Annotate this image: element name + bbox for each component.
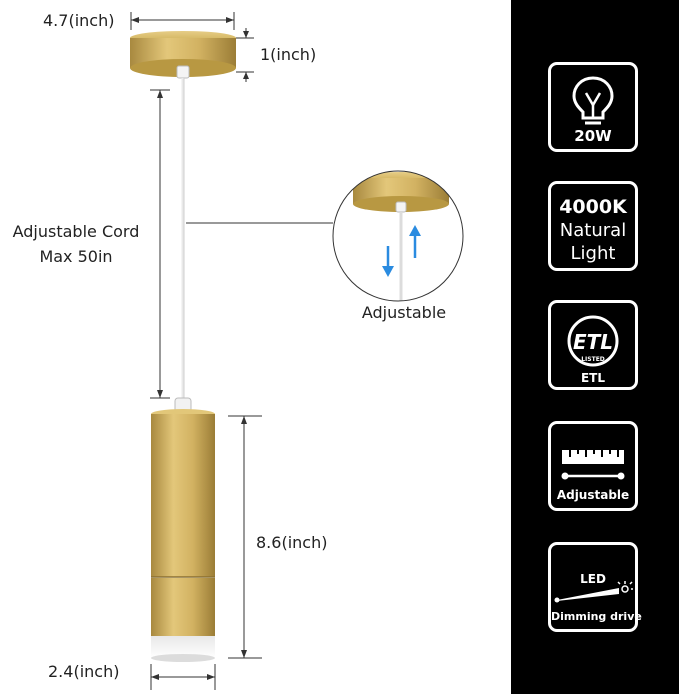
svg-text:ETL: ETL xyxy=(573,330,613,354)
svg-text:LISTED: LISTED xyxy=(581,356,605,363)
wattage-label: 20W xyxy=(574,127,612,145)
wattage-badge: 20W xyxy=(548,62,638,152)
color-temperature-line3: Light xyxy=(570,243,616,264)
detail-callout-circle xyxy=(332,170,464,302)
cylinder-shade xyxy=(151,409,215,662)
dimming-label: Dimming drive xyxy=(551,610,642,623)
shade-height-label: 8.6(inch) xyxy=(256,533,327,552)
shade-width-dimension xyxy=(150,664,216,690)
bulb-icon xyxy=(572,76,614,125)
etl-label: ETL xyxy=(580,371,606,385)
dimming-badge: LED Dimming drive xyxy=(548,542,642,632)
canopy-width-dimension xyxy=(130,12,235,30)
canopy-height-dimension xyxy=(236,28,254,82)
color-temperature-line2: Natural xyxy=(559,220,627,241)
adjustable-badge: Adjustable xyxy=(548,421,638,511)
canopy-height-label: 1(inch) xyxy=(260,45,316,64)
feature-sidebar: 20W 4000K Natural Light ETL LISTED ETL xyxy=(511,0,679,694)
callout-label: Adjustable xyxy=(362,303,446,322)
color-temperature-value: 4000K xyxy=(559,196,627,218)
shade-height-dimension xyxy=(228,415,262,659)
dimmer-icon: LED xyxy=(554,572,633,603)
etl-badge: ETL LISTED ETL xyxy=(548,300,638,390)
adjustable-label: Adjustable xyxy=(556,488,630,502)
etl-listed-icon: ETL LISTED xyxy=(567,315,619,367)
ceiling-canopy xyxy=(130,31,236,79)
cord-length-label-line2: Max 50in xyxy=(39,247,112,266)
svg-text:LED: LED xyxy=(580,572,606,586)
cord-length-label-line1: Adjustable Cord xyxy=(13,222,140,241)
shade-width-label: 2.4(inch) xyxy=(48,662,119,681)
cord-length-dimension xyxy=(150,89,170,399)
color-temperature-badge: 4000K Natural Light xyxy=(548,181,638,271)
ruler-icon xyxy=(561,450,625,480)
adjust-arrows-icon xyxy=(382,225,421,277)
canopy-width-label: 4.7(inch) xyxy=(43,11,114,30)
